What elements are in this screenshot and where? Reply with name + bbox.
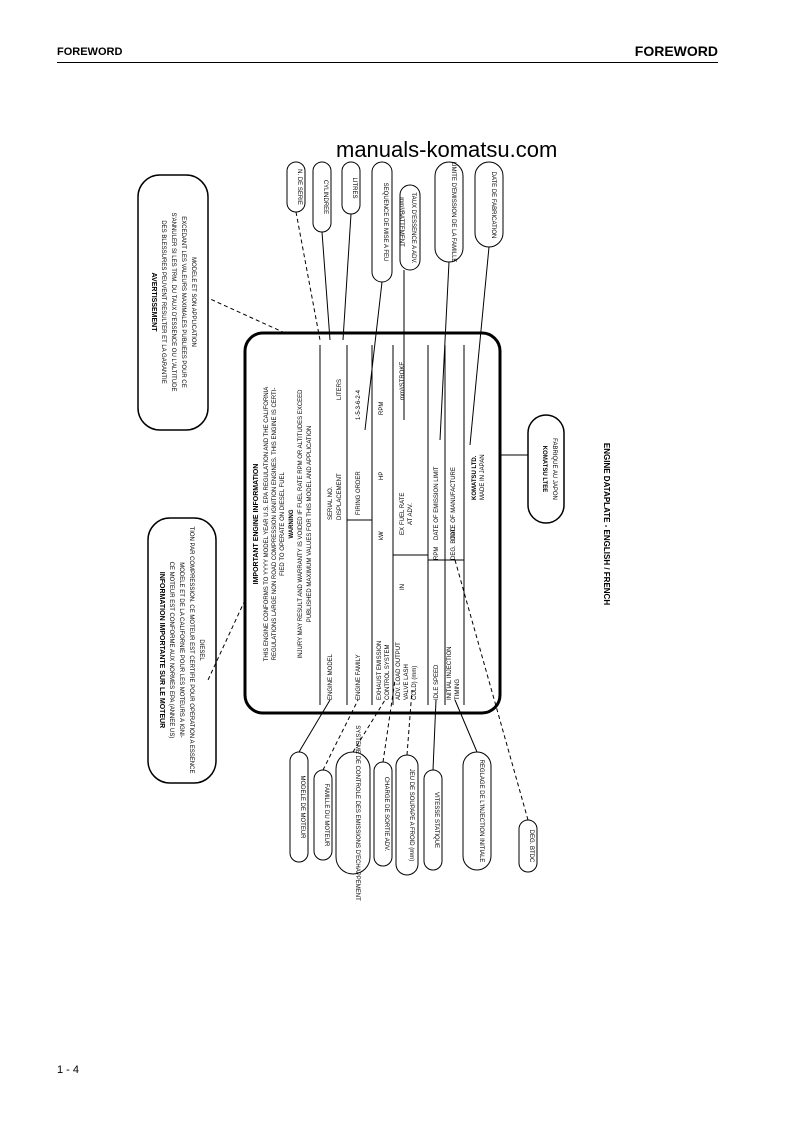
tag-battement: mm³/BATTEMENT: [398, 197, 404, 247]
tag-deg-btdc: DEG. BTDC: [528, 830, 534, 863]
dataplate-text: IMPORTANT ENGINE INFORMATION THIS ENGINE…: [253, 362, 486, 700]
plate-hp: HP: [379, 472, 385, 480]
callout-avertissement-4: MODELE ET SON APPLICATION: [190, 257, 196, 347]
plate-emission-date: DATE OF EMISSION LIMIT: [434, 466, 440, 540]
tag-date-fab: DATE DE FABRICATION: [490, 172, 496, 239]
header-right: FOREWORD: [634, 43, 718, 59]
tag-maker-1: KOMATSU LTEE: [541, 446, 547, 492]
plate-injection: INITIAL INJECTION: [447, 647, 453, 700]
plate-deg-btdc: DEG. BTDC: [451, 527, 457, 560]
figure-caption: ENGINE DATAPLATE - ENGLISH / FRENCH: [602, 443, 611, 605]
tag-limite: LIMITE D'EMISSION DE LA FAMILLE: [450, 162, 456, 263]
tag-vitesse: VITESSE STATIQUE: [433, 792, 439, 848]
plate-intro-3: FIED TO OPERATE ON DIESEL FUEL: [280, 471, 286, 575]
callout-information-4: DIESEL: [198, 639, 204, 661]
plate-warning-title: WARNING: [289, 509, 295, 538]
plate-exhaust-1: EXHAUST EMISSION: [377, 641, 383, 700]
callout-avertissement: [137, 174, 209, 431]
tag-serie: N. DE SERIE: [296, 169, 302, 205]
plate-in: IN: [400, 584, 406, 590]
header-rule: [57, 62, 718, 63]
callout-avertissement-title: AVERTISSEMENT: [150, 273, 157, 333]
plate-serial-no: SERIAL NO.: [328, 486, 334, 520]
callout-leaders: [207, 297, 286, 681]
plate-maker: KOMATSU LTD.: [472, 455, 478, 500]
plate-firing-order: FIRING ORDER: [356, 471, 362, 515]
tags-bottom: MODELE DE MOTEUR FAMILLE DU MOTEUR SYSTE…: [289, 725, 538, 901]
dataplate-grid: [319, 345, 465, 705]
plate-intro-1: THIS ENGINE CONFORMS TO YYYY MODEL YEAR …: [264, 387, 270, 662]
tag-famille: FAMILLE DU MOTEUR: [323, 784, 329, 847]
plate-displacement: DISPLACEMENT: [337, 473, 343, 520]
tag-taux: TAUX D'ESSENCE A ADV.: [410, 192, 416, 264]
plate-valve-cold: COLD) (mm): [412, 666, 418, 700]
dataplate-border: [243, 331, 502, 715]
callout-information: [147, 517, 217, 784]
plate-title: IMPORTANT ENGINE INFORMATION: [253, 464, 260, 585]
plate-engine-family: ENGINE FAMILY: [356, 654, 362, 700]
plate-kw: kW: [379, 531, 385, 540]
plate-exhaust-2: CONTROL SYSTEM: [385, 645, 391, 700]
plate-warning-1: INJURY MAY RESULT AND WARRANTY IS VOIDED…: [298, 389, 304, 659]
plate-idle-rpm: RPM: [434, 547, 440, 560]
callout-avertissement-1: DES BLESSURES PEUVENT RESULTER ET LA GAR…: [160, 220, 166, 383]
plate-manufacture-date: DATE OF MANUFACTURE: [451, 467, 457, 540]
plate-made-in: MADE IN JAPAN: [480, 454, 486, 500]
page-number: 1 - 4: [57, 1064, 80, 1076]
plate-firing-value: 1-5-3-6-2-4: [356, 389, 362, 420]
callout-information-title: INFORMATION IMPORTANTE SUR LE MOTEUR: [158, 572, 165, 728]
plate-fuel-rate: FUEL RATE: [400, 493, 406, 525]
callout-information-1: CE MOTEUR EST CONFORME AUX NORMES EPA (A…: [168, 562, 174, 739]
tag-cylindree: CYLINDREE: [322, 180, 328, 214]
tags-top: N. DE SERIE CYLINDREE LITRES SEQUENCE DE…: [286, 161, 504, 283]
plate-valve-lash: VALVE LASH: [404, 664, 410, 700]
watermark: manuals-komatsu.com: [336, 137, 558, 162]
callout-avertissement-2: S'ANNULER SI LES TRM. DU TAUX D'ESSENCE …: [170, 212, 176, 391]
tag-sequence: SEQUENCE DE MISE A FEU: [382, 183, 388, 262]
tag-reglage: REGLAGE DE L'INJECTION INITIALE: [478, 760, 484, 863]
plate-rpm: RPM: [379, 402, 385, 415]
plate-stroke: mm³/STROKE: [400, 362, 406, 400]
tag-top-leaders: [295, 211, 490, 446]
callout-avertissement-3: EXCEDANT LES VALEURS MAXIMALES PUBLIEES …: [180, 216, 186, 388]
plate-ex: EX: [400, 527, 406, 535]
tag-maker: [527, 414, 565, 524]
tag-modele: MODELE DE MOTEUR: [299, 775, 305, 839]
plate-adv-load: ADV. LOAD OUTPUT: [396, 642, 402, 700]
callout-information-2: MODELE ET DE LA CALIFORNIE POUR LES MOTE…: [178, 562, 184, 738]
plate-liters: LITERS: [337, 379, 343, 400]
plate-warning-2: PUBLISHED MAXIMUM VALUES FOR THIS MODEL …: [307, 426, 313, 623]
tag-litres: LITRES: [351, 177, 357, 198]
plate-intro-2: REGULATIONS LARGE NON ROAD COMPRESSION I…: [272, 388, 278, 661]
plate-timing: TIMING: [455, 679, 461, 700]
plate-engine-model: ENGINE MODEL: [328, 653, 334, 700]
tag-maker-2: FABRIQUE AU JAPON: [551, 438, 557, 500]
tag-jeu: JEU DE SOUPAPE A FROID (mm): [408, 769, 414, 862]
tag-charge: CHARGE DE SORTIE ADV.: [383, 777, 389, 852]
tag-bottom-leaders: [298, 559, 529, 821]
plate-at-adv: AT ADV.: [408, 503, 414, 525]
tag-systeme: SYSTEME DE CONTROLE DES EMISSIONS D'ECHA…: [354, 725, 360, 901]
callout-information-3: TION PAR COMPRESSION. CE MOTEUR EST CERT…: [188, 527, 194, 774]
plate-idle-speed: IDLE SPEED: [434, 664, 440, 700]
header-left: FOREWORD: [57, 46, 123, 58]
